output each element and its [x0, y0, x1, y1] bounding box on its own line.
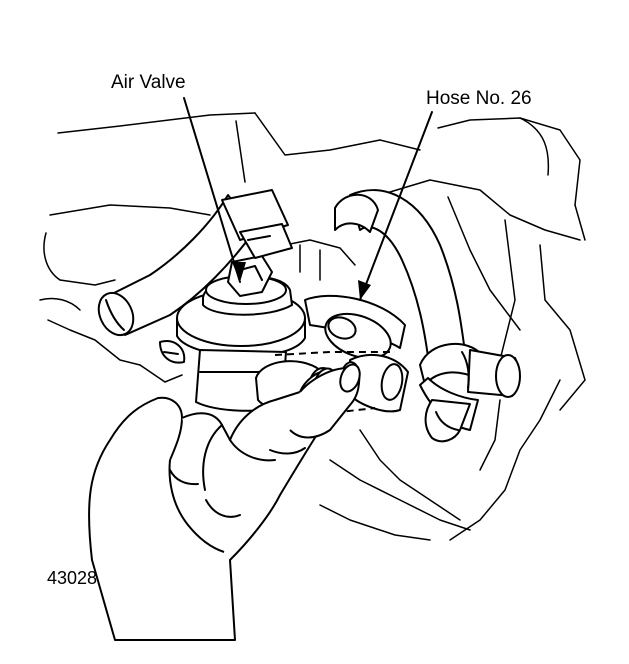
left-hose [97, 194, 256, 337]
figure-number: 43028 [47, 568, 98, 588]
air-valve-arrowhead [232, 262, 246, 282]
hose-label: Hose No. 26 [426, 88, 532, 109]
right-hose [334, 189, 521, 443]
callout-leaders [183, 97, 433, 301]
air-valve-label: Air Valve [111, 72, 186, 93]
air-valve-leader-line [183, 97, 241, 283]
engine-background [39, 112, 586, 541]
hose-arrowhead [358, 280, 371, 300]
hose-leader-line [359, 111, 433, 301]
hand [88, 363, 361, 641]
